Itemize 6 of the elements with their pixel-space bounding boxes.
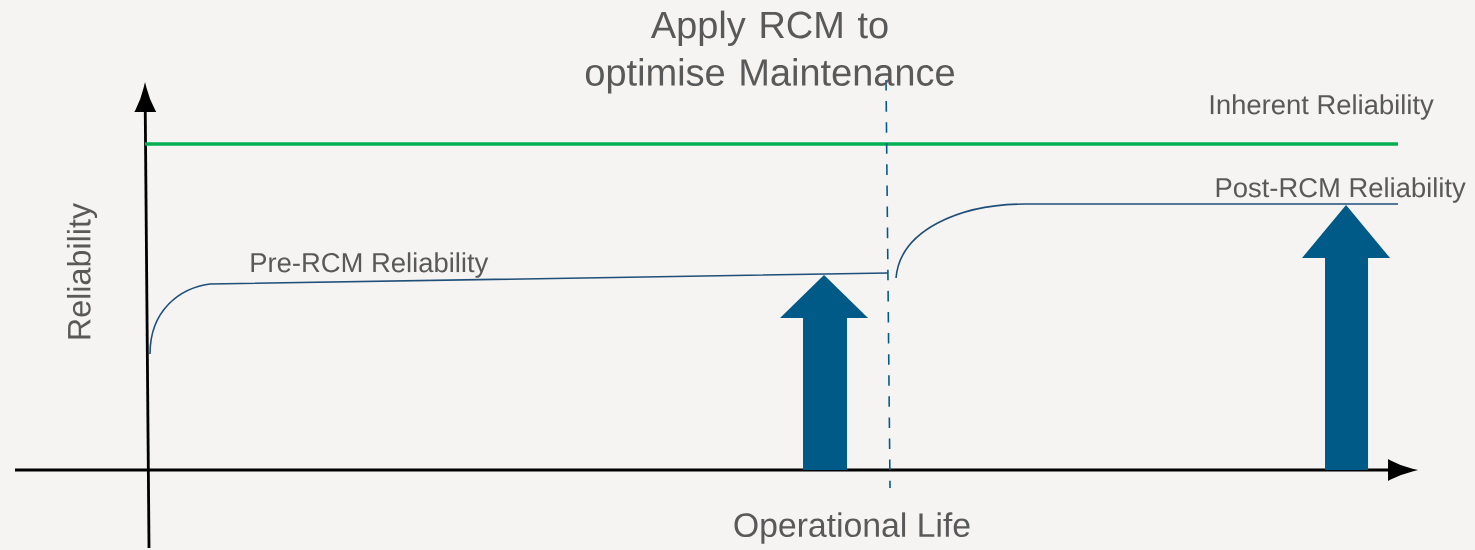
line-label: Pre-RCM Reliability (251, 252, 489, 278)
announcement-text: Apply RCM to optimise Maintenance (585, 10, 954, 94)
line-label: Inherent Reliability (1210, 94, 1434, 120)
axis-title: Operational Life (734, 512, 970, 544)
axis-title: Reliability (66, 202, 98, 339)
line-label: Post-RCM Reliability (1216, 177, 1466, 203)
